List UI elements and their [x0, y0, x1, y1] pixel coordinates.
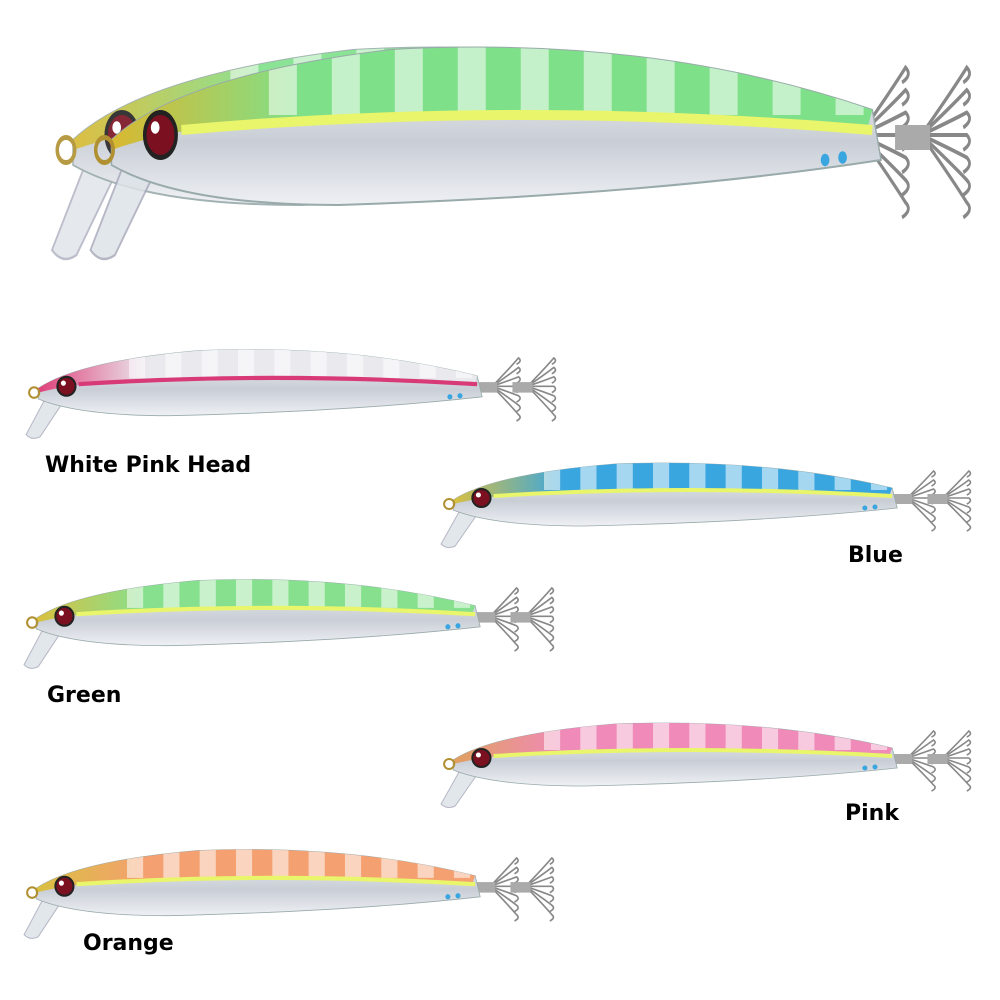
lure-image-pink	[433, 712, 988, 812]
squid-jig-hooks	[475, 586, 555, 652]
stripe-band	[129, 349, 146, 378]
stripe-band	[798, 723, 815, 750]
lure-image-orange	[16, 838, 571, 943]
stripe-band	[761, 463, 779, 490]
stripe-band	[381, 579, 398, 608]
stripe-band	[308, 849, 325, 878]
stripe-band	[453, 579, 471, 608]
stripe-band	[346, 349, 364, 378]
stripe-band	[725, 463, 742, 490]
lure-image-green	[16, 568, 571, 673]
stripe-band	[646, 47, 675, 115]
line-eye-ring	[26, 886, 39, 899]
stripe-band	[725, 723, 742, 750]
lure-image-blue	[433, 452, 988, 552]
stripe-band	[834, 463, 851, 490]
stripe-band	[235, 849, 253, 878]
stripe-band	[272, 849, 289, 878]
line-eye-ring	[55, 135, 77, 165]
stripe-band	[381, 849, 398, 878]
lure-eye	[471, 488, 492, 508]
stripe-band	[834, 723, 851, 750]
stripe-band	[544, 723, 561, 750]
stripe-band	[308, 579, 325, 608]
lure-eye	[471, 748, 492, 768]
stripe-band	[544, 463, 561, 490]
lure-lip	[25, 396, 64, 439]
stripe-band	[616, 463, 633, 490]
lure-lip	[50, 158, 117, 261]
line-eye-ring	[28, 386, 41, 399]
stripe-band	[383, 349, 400, 378]
stripe-band	[310, 349, 327, 378]
stripe-band	[417, 579, 434, 608]
variant-label-pink: Pink	[845, 801, 899, 826]
lure-image-white-pink-head	[18, 338, 573, 443]
stripe-band	[163, 579, 180, 608]
stripe-band	[235, 579, 253, 608]
line-eye-ring	[93, 135, 115, 165]
stripe-band	[798, 463, 815, 490]
stripe-band	[580, 723, 597, 750]
stripe-band	[163, 849, 180, 878]
line-eye-ring	[26, 616, 39, 629]
stripe-band	[274, 349, 291, 378]
stripe-band	[580, 463, 597, 490]
line-eye-ring	[443, 498, 456, 510]
stripe-band	[457, 47, 486, 115]
hero-lure-image	[38, 20, 1000, 270]
stripe-band	[417, 849, 434, 878]
stripe-band	[127, 579, 144, 608]
stripe-band	[199, 579, 216, 608]
stripe-band	[652, 463, 670, 490]
stripe-band	[455, 349, 473, 378]
lure-eye	[142, 110, 178, 160]
stripe-band	[616, 723, 633, 750]
stripe-band	[201, 349, 218, 378]
stripe-band	[835, 47, 864, 115]
stripe-band	[268, 47, 297, 115]
line-eye-ring	[443, 758, 456, 770]
stripe-band	[689, 723, 706, 750]
stripe-band	[453, 849, 471, 878]
lure-eye	[56, 375, 77, 397]
stripe-band	[237, 349, 255, 378]
stripe-band	[520, 47, 549, 115]
stripe-band	[272, 579, 289, 608]
stripe-band	[709, 47, 738, 115]
stripe-band	[652, 723, 670, 750]
lure-eye	[54, 875, 75, 897]
stripe-band	[870, 723, 888, 750]
stripe-band	[344, 579, 362, 608]
squid-jig-hooks	[892, 729, 972, 792]
stripe-band	[689, 463, 706, 490]
lure-lip	[440, 507, 479, 549]
squid-jig-hooks	[892, 469, 972, 532]
stripe-band	[394, 47, 423, 115]
stripe-band	[583, 47, 612, 115]
variant-label-blue: Blue	[848, 543, 903, 568]
stripe-band	[331, 47, 360, 115]
variant-label-green: Green	[47, 683, 122, 708]
stripe-band	[419, 349, 436, 378]
variant-label-white-pink-head: White Pink Head	[45, 453, 252, 478]
lure-lip	[23, 896, 62, 939]
stripe-band	[127, 849, 144, 878]
stripe-band	[165, 349, 182, 378]
stripe-band	[772, 47, 801, 115]
variant-label-orange: Orange	[83, 931, 174, 956]
stripe-band	[761, 723, 779, 750]
stripe-band	[344, 849, 362, 878]
lure-eye	[54, 605, 75, 627]
lure-lip	[23, 626, 62, 669]
squid-jig-hooks	[477, 356, 557, 422]
lure-lip	[89, 158, 155, 261]
stripe-band	[870, 463, 888, 490]
lure-lip	[440, 767, 479, 809]
stripe-band	[199, 849, 216, 878]
squid-jig-hooks	[475, 856, 555, 922]
